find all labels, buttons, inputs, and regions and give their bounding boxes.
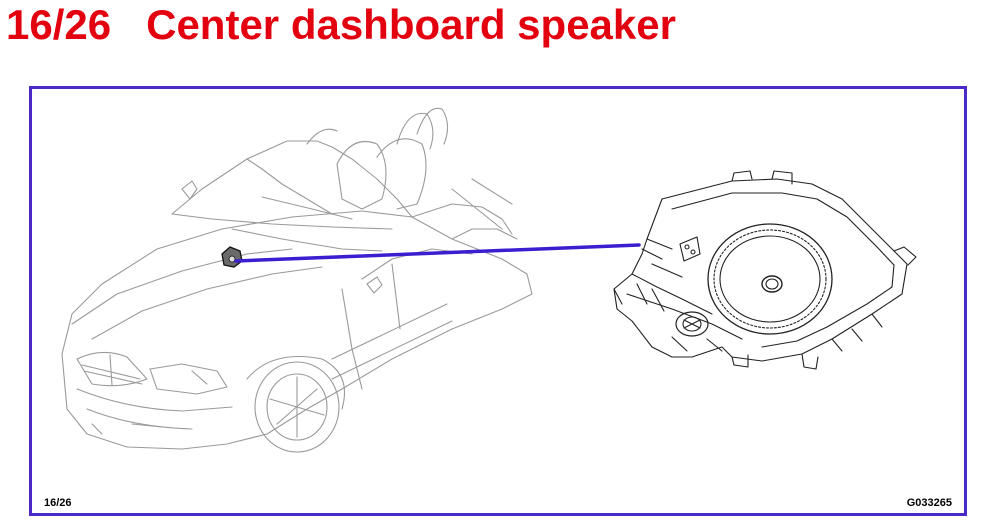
page-title: 16/26 Center dashboard speaker xyxy=(6,1,676,48)
figure-number: 16/26 xyxy=(44,497,72,509)
diagram-frame: 16/26 G033265 xyxy=(29,86,967,516)
diagram-canvas xyxy=(61,107,917,453)
figure-code: G033265 xyxy=(906,497,952,509)
speaker-location-marker xyxy=(221,246,243,268)
car-illustration xyxy=(61,107,533,453)
leader-line xyxy=(234,243,641,263)
speaker-illustration xyxy=(613,170,917,370)
